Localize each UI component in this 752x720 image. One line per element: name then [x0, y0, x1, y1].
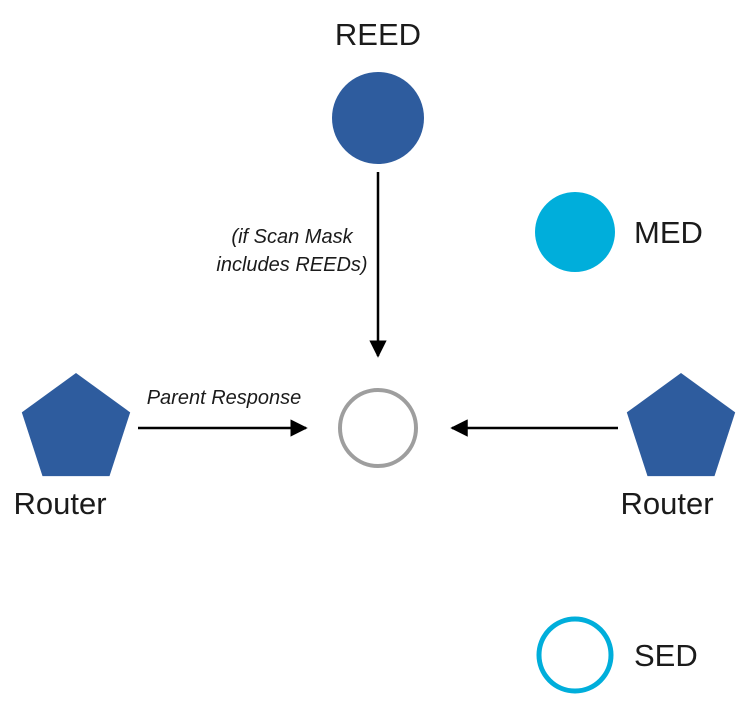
sed-label: SED: [634, 638, 698, 673]
parent-response-annotation: Parent Response: [147, 387, 302, 409]
router-left-pentagon: [21, 373, 131, 477]
med-label: MED: [634, 215, 703, 250]
med-node-circle: [535, 192, 615, 272]
scan-mask-annotation-line2: includes REEDs): [216, 254, 367, 276]
router-right-label: Router: [620, 486, 713, 521]
joiner-node-circle: [338, 388, 418, 468]
scan-mask-annotation-line1: (if Scan Mask: [231, 226, 353, 248]
sed-node-circle: [536, 616, 614, 694]
reed-label: REED: [335, 17, 421, 52]
reed-node-circle: [332, 72, 424, 164]
router-right-pentagon: [626, 373, 736, 477]
router-left-label: Router: [13, 486, 106, 521]
